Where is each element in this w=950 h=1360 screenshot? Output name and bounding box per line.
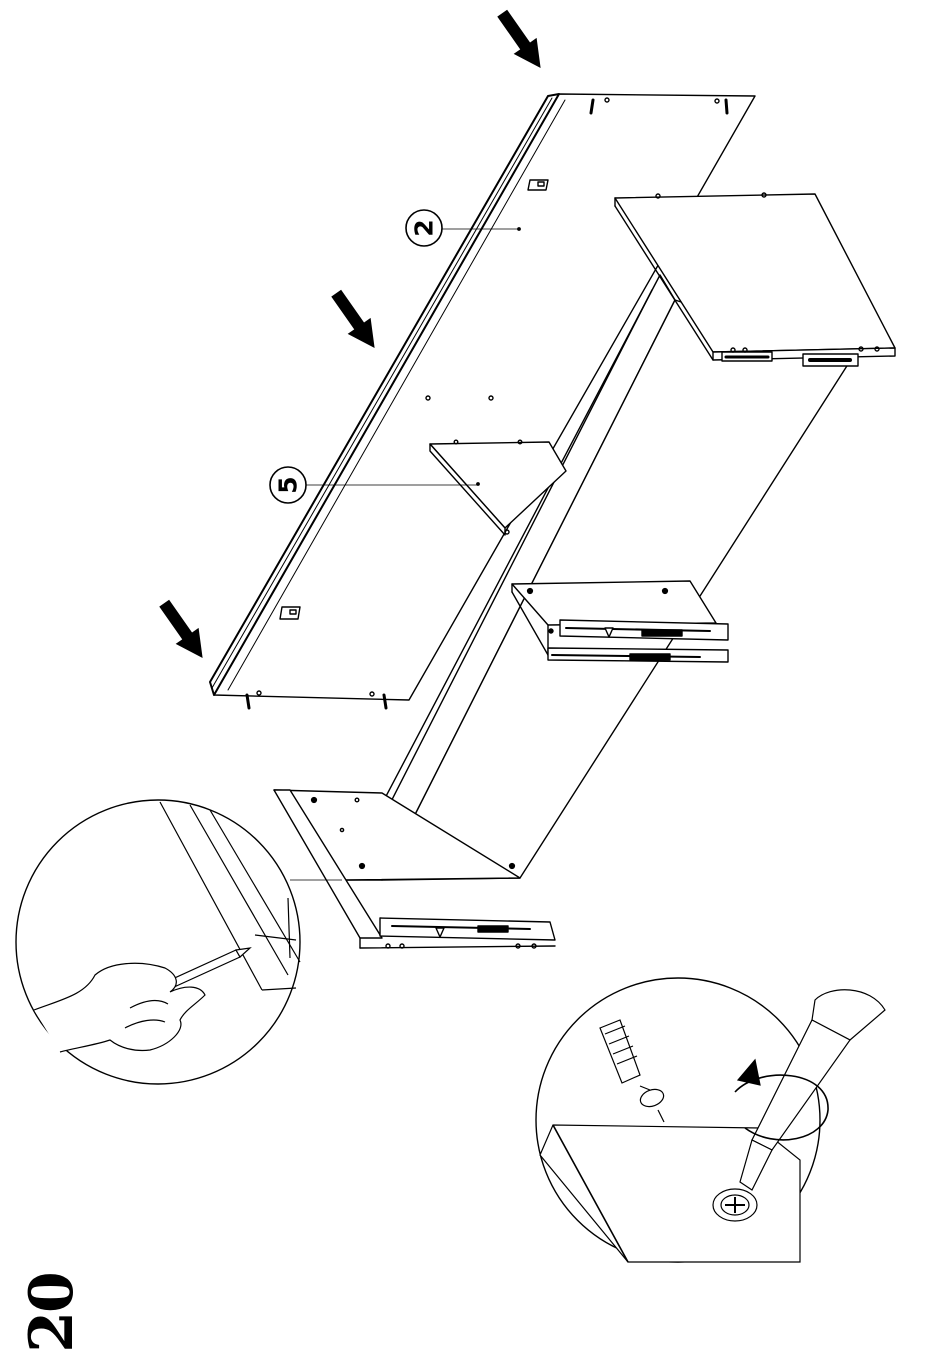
side-panel-middle bbox=[512, 581, 728, 662]
bracket-bottom bbox=[280, 607, 300, 619]
callout-5-label: 5 bbox=[274, 476, 303, 493]
press-arrow-middle bbox=[325, 285, 386, 356]
screwdriver-fastening-detail bbox=[536, 978, 885, 1262]
callout-2-label: 2 bbox=[410, 219, 439, 236]
pencil-marking-detail bbox=[16, 800, 342, 1084]
bracket-top bbox=[528, 180, 548, 190]
drawer-runner-bottom bbox=[380, 918, 555, 948]
screw-head-icon bbox=[713, 1189, 757, 1221]
step-number: 20 bbox=[22, 1268, 82, 1358]
press-arrow-top bbox=[491, 5, 552, 76]
step-number-text: 20 bbox=[22, 1273, 82, 1353]
press-arrow-bottom bbox=[153, 595, 214, 666]
